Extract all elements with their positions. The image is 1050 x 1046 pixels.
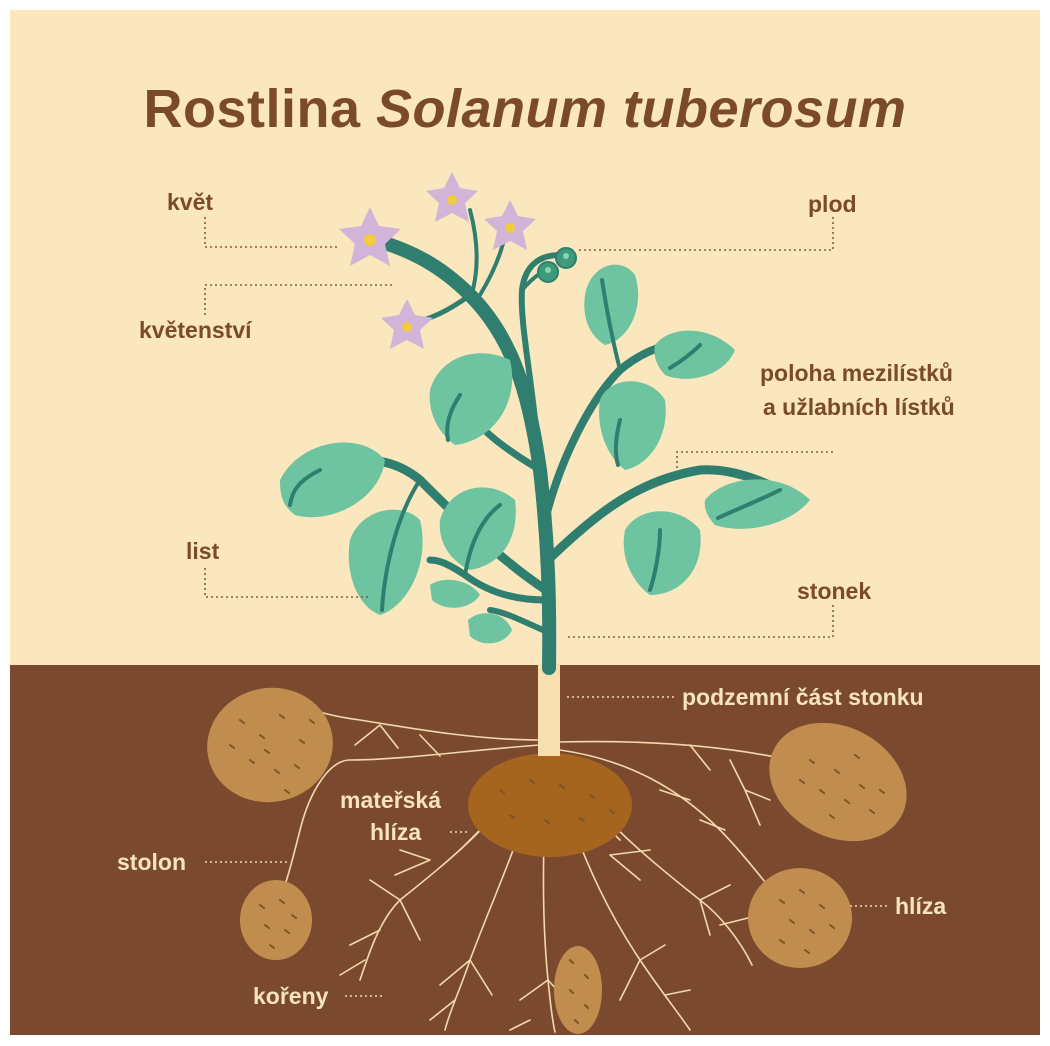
label-podzemni: podzemní část stonku (682, 683, 924, 712)
label-materska-line1: mateřská (340, 786, 441, 815)
label-poloha-line1: poloha mezilístků (760, 359, 953, 388)
tuber-stolon (240, 880, 312, 960)
label-plod: plod (808, 190, 857, 219)
underground-stem (538, 664, 560, 756)
label-list: list (186, 537, 219, 566)
label-koreny: kořeny (253, 982, 328, 1011)
label-stolon: stolon (117, 848, 186, 877)
title-species: Solanum tuberosum (376, 79, 907, 139)
label-stonek: stonek (797, 577, 871, 606)
label-poloha-line2: a užlabních lístků (763, 393, 955, 422)
label-kvetenstvi: květenství (139, 316, 252, 345)
diagram-title: Rostlina Solanum tuberosum (10, 78, 1040, 140)
label-hliza: hlíza (895, 892, 946, 921)
mother-tuber (468, 753, 632, 857)
tuber-right (748, 868, 852, 968)
label-kvet: květ (167, 188, 213, 217)
label-materska-line2: hlíza (370, 818, 421, 847)
title-prefix: Rostlina (143, 79, 360, 139)
tuber-bottom (554, 946, 602, 1034)
